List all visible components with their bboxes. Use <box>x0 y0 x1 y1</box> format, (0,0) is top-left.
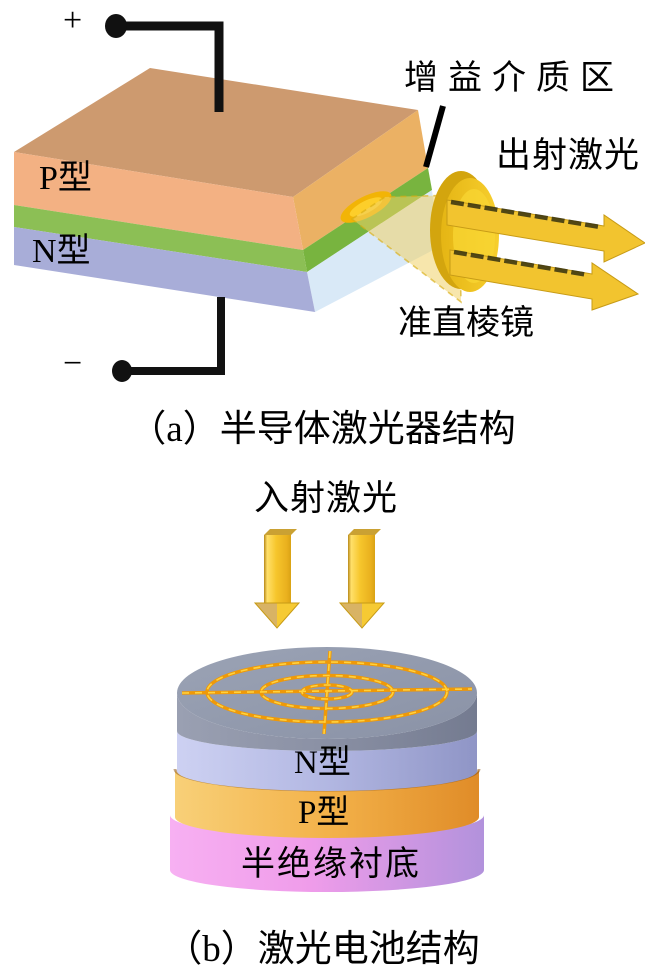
p-layer-disc <box>175 769 479 838</box>
output-laser-arrow-upper <box>446 199 645 263</box>
gain-region-pointer-line <box>423 105 446 168</box>
minus-terminal-label: − <box>63 345 83 382</box>
output-laser-arrow-lower <box>449 249 640 311</box>
plus-terminal-label: + <box>63 2 83 39</box>
output-laser-label: 出射激光 <box>496 136 641 175</box>
figure-a-caption: （a）半导体激光器结构 <box>129 409 516 450</box>
electrode-pattern <box>181 650 473 735</box>
negative-terminal-dot <box>112 360 132 382</box>
p-layer-side <box>293 110 428 250</box>
n-layer-front <box>14 227 315 312</box>
incident-laser-label: 入射激光 <box>254 479 399 518</box>
laser-diode-figure <box>14 14 645 382</box>
p-layer-label: P型 <box>39 160 92 197</box>
top-electrode-wire <box>116 21 224 112</box>
cell-p-layer-label: P型 <box>298 795 350 831</box>
emission-spot <box>340 191 392 223</box>
n-layer-label: N型 <box>32 233 91 270</box>
incident-laser-arrow-left <box>253 529 301 629</box>
n-layer-disc <box>177 731 477 791</box>
substrate-label: 半绝缘衬底 <box>241 846 421 883</box>
laser-cell-figure <box>170 529 484 892</box>
bottom-electrode-wire <box>122 297 225 375</box>
collimating-lens-label: 准直棱镜 <box>398 305 534 342</box>
laser-diode-box <box>14 68 439 312</box>
cell-n-layer-label: N型 <box>294 745 351 781</box>
figure-b-caption: （b）激光电池结构 <box>165 929 480 970</box>
electrode-disc-side <box>177 693 477 751</box>
gain-layer-front <box>14 205 307 272</box>
p-layer-front <box>14 152 303 250</box>
incident-laser-arrow-right <box>338 529 386 629</box>
gain-region-label: 增益介质区 <box>404 60 624 97</box>
positive-terminal-dot <box>105 14 127 38</box>
top-face <box>14 68 418 197</box>
